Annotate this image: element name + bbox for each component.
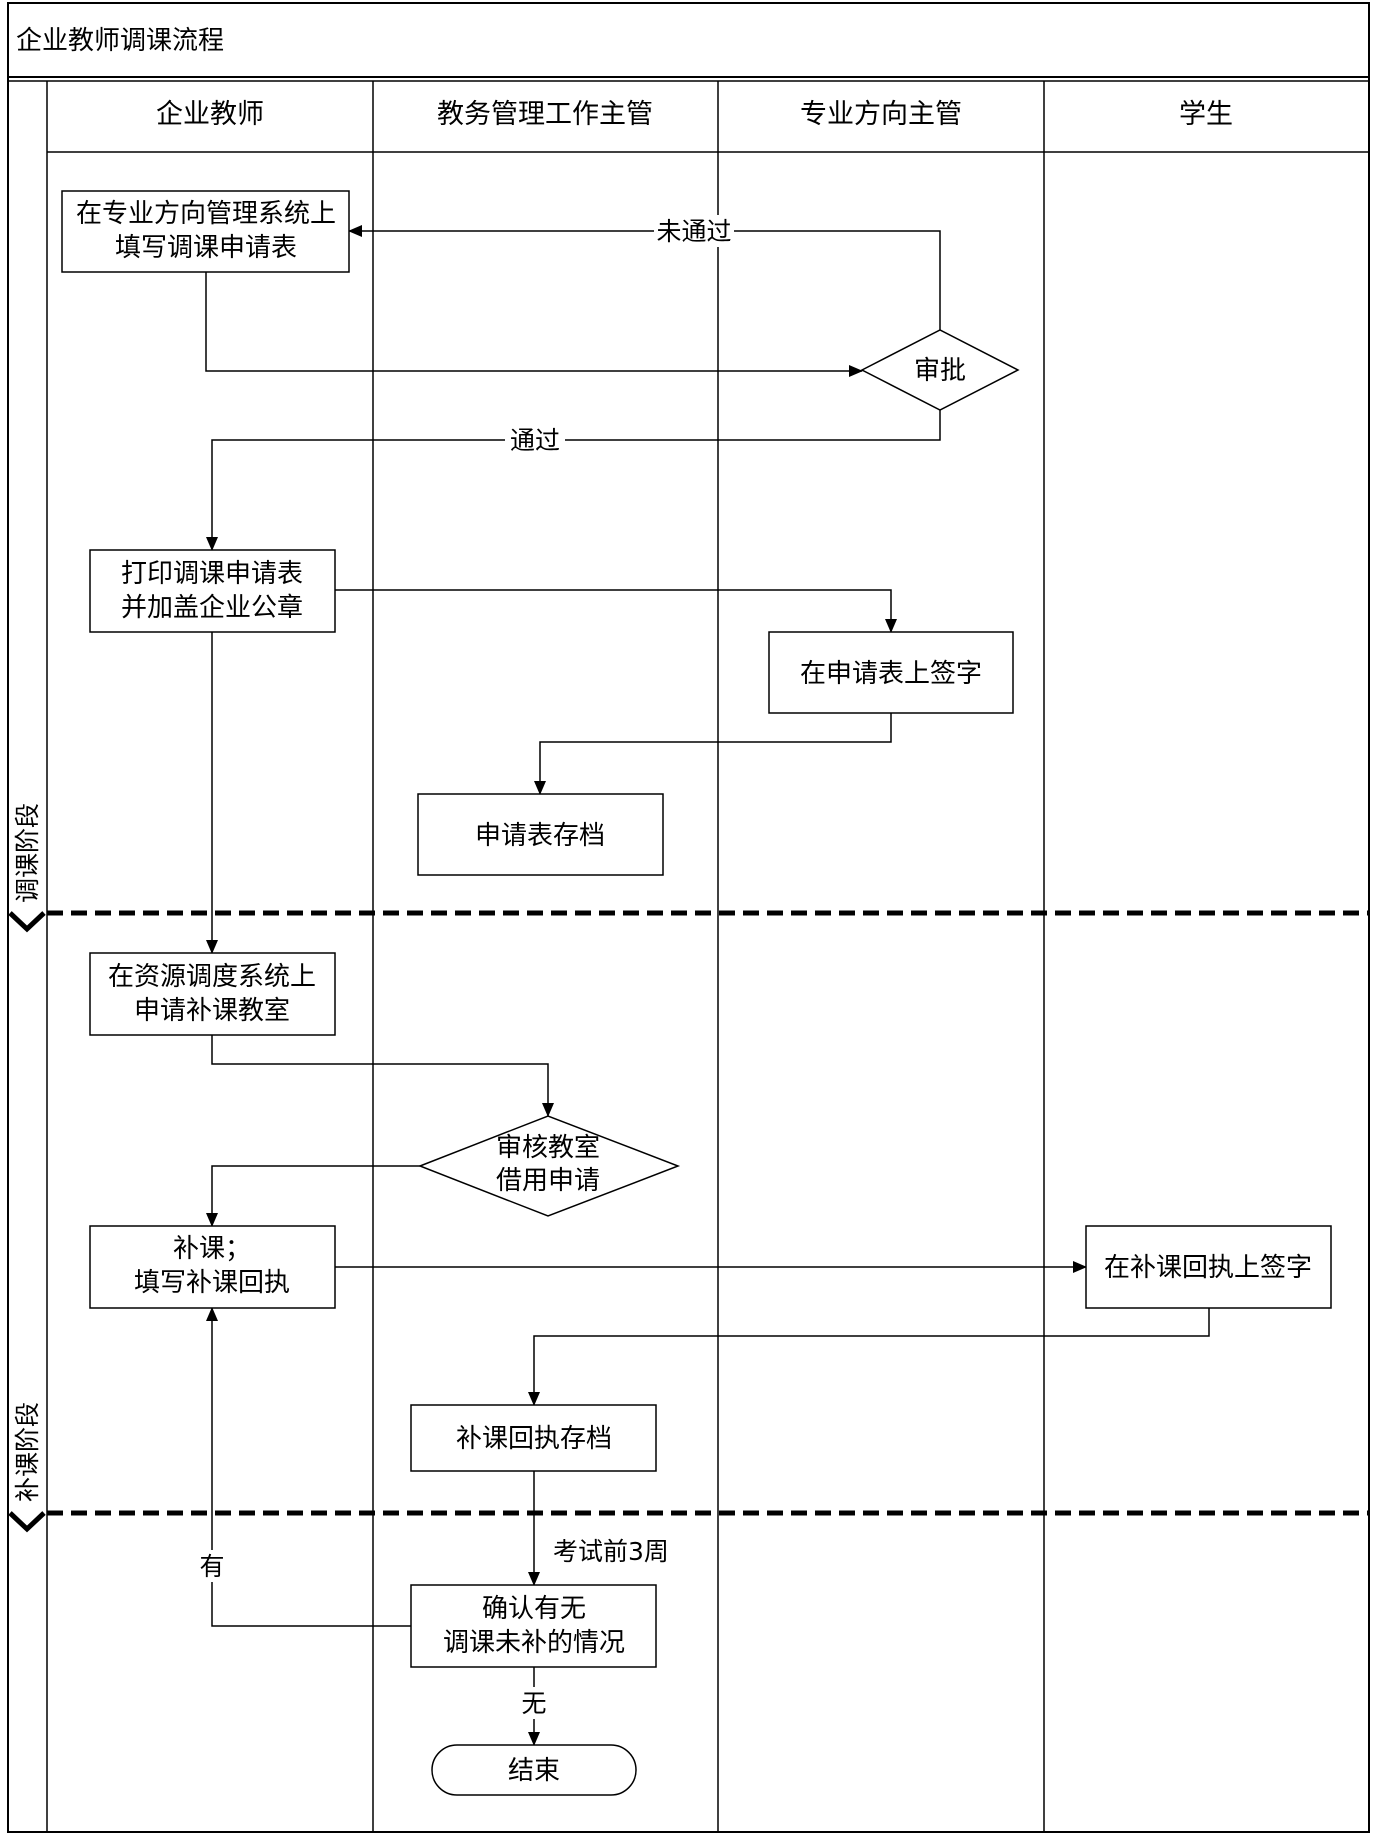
lane-header-student: 学生 bbox=[1179, 99, 1233, 130]
edge-label-yes: 有 bbox=[199, 1552, 224, 1581]
node-makeup-class-line1: 补课； bbox=[173, 1234, 251, 1264]
phase-marker-makeup bbox=[8, 1511, 46, 1533]
node-print-form-line1: 打印调课申请表 bbox=[121, 559, 303, 589]
diagram-title: 企业教师调课流程 bbox=[16, 26, 224, 56]
node-apply-room: 在资源调度系统上申请补课教室 bbox=[89, 952, 336, 1036]
node-archive-form-text: 申请表存档 bbox=[475, 821, 605, 851]
edge-label-not-passed: 未通过 bbox=[656, 217, 731, 246]
svg-text:确认有无调课未补的情况: 确认有无调课未补的情况 bbox=[443, 1594, 625, 1658]
node-end-text: 结束 bbox=[508, 1756, 560, 1786]
lane-header-major-director: 专业方向主管 bbox=[800, 99, 962, 130]
connector-review-to-makeup bbox=[206, 1165, 420, 1227]
phase-label-adjust: 调课阶段 bbox=[13, 803, 42, 903]
node-sign-receipt-text: 在补课回执上签字 bbox=[1104, 1253, 1312, 1283]
label-bg-passed bbox=[505, 424, 565, 456]
edge-label-no: 无 bbox=[521, 1689, 546, 1718]
edge-label-passed: 通过 bbox=[510, 426, 560, 455]
node-sign-receipt: 在补课回执上签字 bbox=[1085, 1225, 1332, 1309]
lane-header-academic-affairs: 教务管理工作主管 bbox=[437, 99, 653, 130]
connector-confirm-yes bbox=[206, 1307, 411, 1627]
label-bg-not-passed bbox=[654, 215, 734, 247]
node-fill-form: 在专业方向管理系统上填写调课申请表 bbox=[61, 190, 350, 273]
connector-approve-passed bbox=[206, 410, 941, 551]
diagram-frame bbox=[7, 2, 1370, 1833]
connector-fill-to-approve bbox=[205, 272, 863, 377]
svg-text:在资源调度系统上申请补课教室: 在资源调度系统上申请补课教室 bbox=[108, 962, 316, 1026]
node-end: 结束 bbox=[431, 1744, 637, 1796]
node-sign-form: 在申请表上签字 bbox=[768, 631, 1014, 714]
node-makeup-class: 补课； 填写补课回执 bbox=[89, 1225, 336, 1309]
phase-marker-adjust bbox=[8, 911, 46, 933]
node-archive-receipt: 补课回执存档 bbox=[410, 1404, 657, 1472]
connector-approve-not-passed bbox=[348, 225, 941, 330]
connector-apply-to-review bbox=[211, 1035, 554, 1117]
lane-header-teacher: 企业教师 bbox=[156, 99, 264, 130]
node-apply-room-line2: 申请补课教室 bbox=[134, 996, 290, 1026]
label-bg-no bbox=[519, 1687, 549, 1719]
node-confirm: 确认有无调课未补的情况 bbox=[410, 1584, 657, 1668]
node-review-room-line1: 审核教室 bbox=[496, 1133, 600, 1163]
node-fill-form-line1: 在专业方向管理系统上 bbox=[76, 199, 336, 229]
node-confirm-line1: 确认有无 bbox=[482, 1594, 586, 1624]
node-review-room: 审核教室借用申请 bbox=[417, 1115, 681, 1217]
connector-sign-to-archive bbox=[534, 713, 892, 795]
connector-print-to-sign bbox=[335, 589, 897, 633]
svg-text:打印调课申请表并加盖企业公章: 打印调课申请表并加盖企业公章 bbox=[121, 559, 303, 623]
node-approve-text: 审批 bbox=[914, 356, 966, 386]
node-archive-receipt-text: 补课回执存档 bbox=[456, 1424, 612, 1454]
node-sign-form-text: 在申请表上签字 bbox=[800, 659, 982, 689]
svg-text:在专业方向管理系统上填写调课申请表: 在专业方向管理系统上填写调课申请表 bbox=[76, 199, 336, 263]
phase-label-makeup: 补课阶段 bbox=[13, 1402, 42, 1502]
node-confirm-line2: 调课未补的情况 bbox=[443, 1628, 625, 1658]
node-archive-form: 申请表存档 bbox=[417, 793, 664, 876]
node-apply-room-line1: 在资源调度系统上 bbox=[108, 962, 316, 992]
node-print-form: 打印调课申请表并加盖企业公章 bbox=[89, 549, 336, 633]
svg-text:审核教室借用申请: 审核教室借用申请 bbox=[496, 1133, 600, 1196]
node-approve: 审批 bbox=[860, 329, 1020, 411]
label-bg-yes bbox=[197, 1550, 227, 1582]
connector-receipt-to-archive bbox=[528, 1308, 1210, 1406]
svg-text:补课；填写补课回执: 补课； 填写补课回执 bbox=[134, 1234, 290, 1298]
node-review-room-line2: 借用申请 bbox=[496, 1166, 600, 1196]
node-makeup-class-line2: 填写补课回执 bbox=[134, 1268, 290, 1298]
node-print-form-line2: 并加盖企业公章 bbox=[121, 593, 303, 623]
node-fill-form-line2: 填写调课申请表 bbox=[115, 233, 297, 263]
edge-label-three-weeks: 考试前3周 bbox=[553, 1537, 669, 1566]
